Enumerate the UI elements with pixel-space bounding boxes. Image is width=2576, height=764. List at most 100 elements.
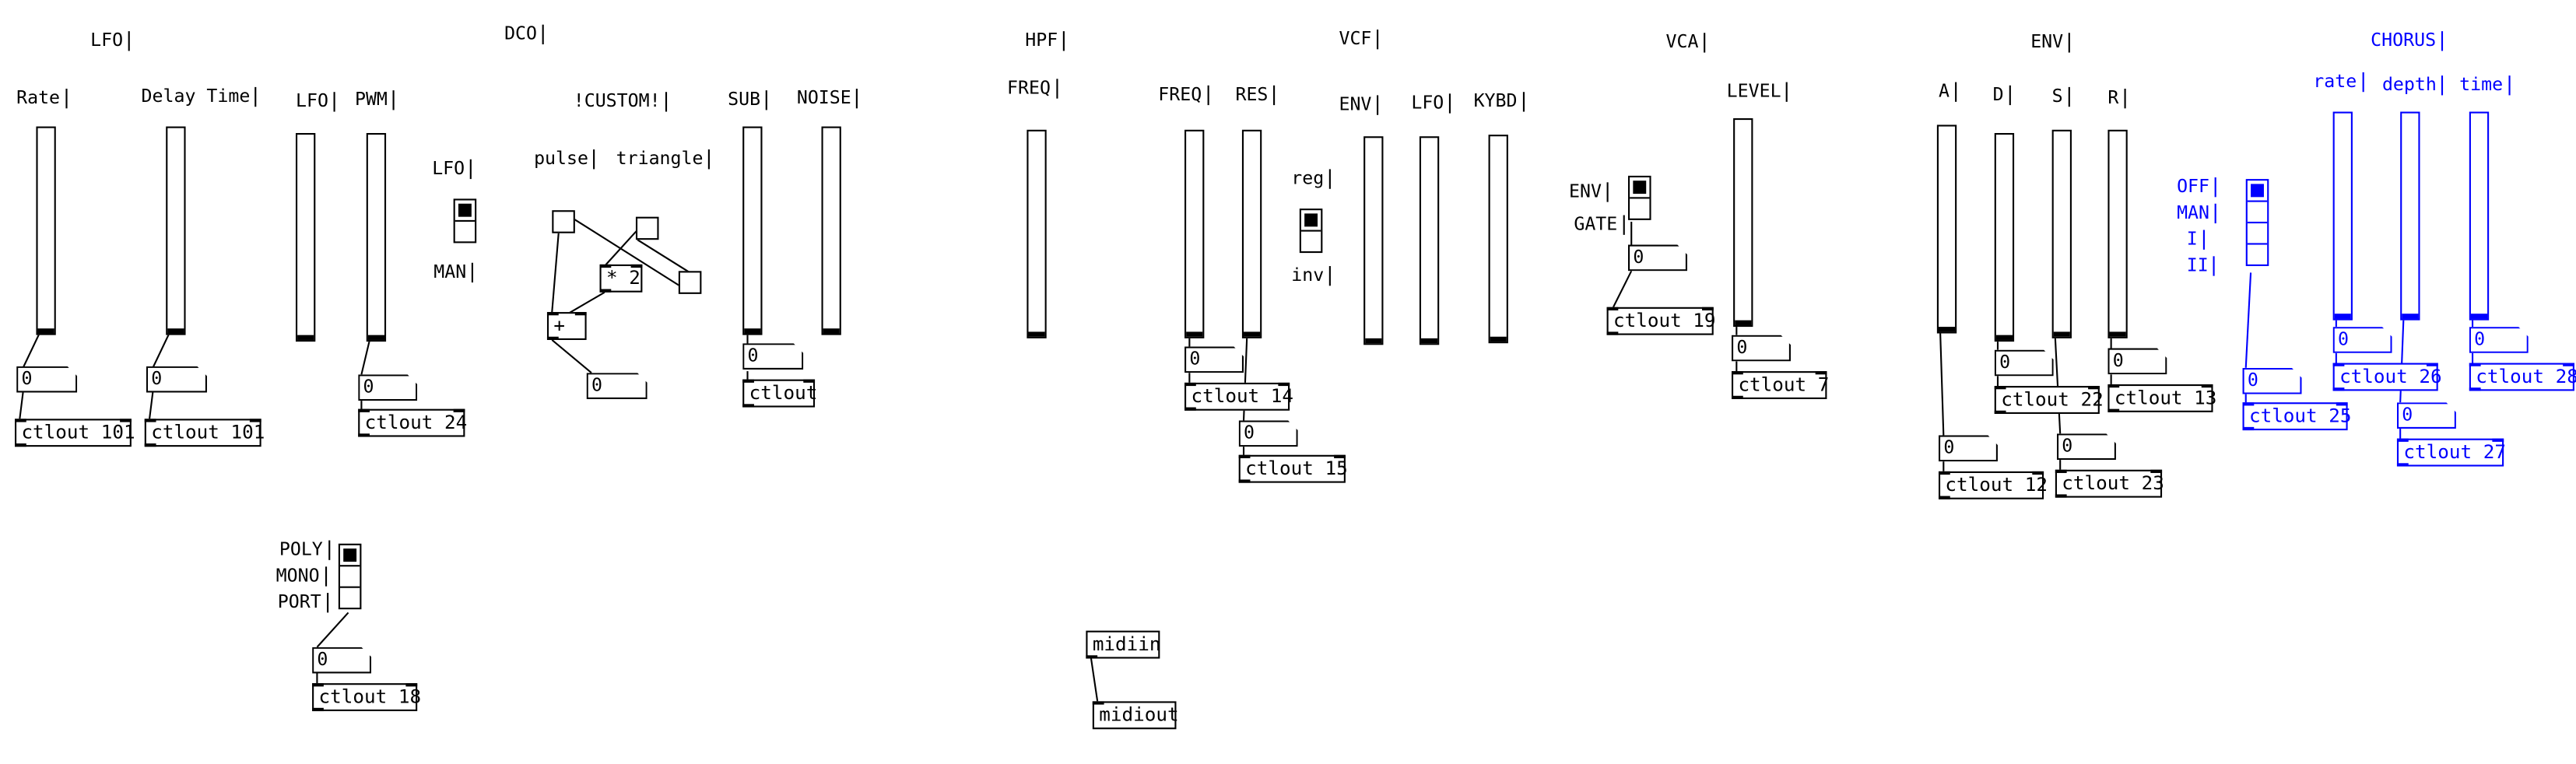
env-r-slider[interactable] [2107, 129, 2128, 338]
ctlout-res[interactable]: ctlout 15 [1238, 454, 1348, 483]
vcf-freq-number[interactable]: 0 [1184, 346, 1244, 373]
ctlout-chorus-time[interactable]: ctlout 28 [2469, 363, 2576, 391]
plus-object[interactable]: + [546, 312, 587, 340]
ctlout-env-a[interactable]: ctlout 12 [1938, 471, 2048, 499]
ctlout-chorus-rate[interactable]: ctlout 26 [2332, 363, 2442, 391]
poly-mode-radio[interactable] [338, 543, 362, 610]
reg-option[interactable] [1300, 210, 1321, 232]
port-option[interactable] [340, 588, 360, 608]
ctlout-chorus-mode[interactable]: ctlout 25 [2242, 402, 2352, 431]
vcf-env-slider[interactable] [1363, 136, 1384, 345]
midiin-object[interactable]: midiin [1086, 630, 1161, 659]
triangle-label: triangle [616, 149, 710, 170]
chorus-time-number[interactable]: 0 [2469, 327, 2529, 353]
man-option[interactable] [455, 222, 475, 241]
noise-slider[interactable] [821, 126, 841, 335]
level-number[interactable]: 0 [1732, 335, 1791, 362]
inv-option[interactable] [1301, 232, 1321, 251]
vcf-lfo-slider[interactable] [1419, 136, 1440, 345]
chorus-depth-slider[interactable] [2400, 111, 2420, 321]
vca-section-label: VCA [1666, 32, 1705, 53]
env-gate-radio[interactable] [1628, 175, 1651, 220]
ctlout-delay[interactable]: ctlout 101 [144, 419, 265, 447]
sub-number[interactable]: 0 [742, 343, 803, 370]
chorus-rate-number[interactable]: 0 [2333, 327, 2392, 353]
env-s-label: S [2052, 86, 2070, 107]
dco-lfo-slider[interactable] [295, 132, 316, 342]
delay-time-slider[interactable] [166, 126, 186, 335]
gate-number[interactable]: 0 [1628, 245, 1687, 272]
triangle-bang[interactable] [635, 216, 659, 240]
env-r-label: R [2107, 88, 2125, 109]
ctlout-level[interactable]: ctlout 7 [1731, 371, 1829, 399]
rate-slider[interactable] [36, 126, 56, 335]
env-d-slider[interactable] [1994, 132, 2015, 342]
poly-mode-number[interactable]: 0 [312, 647, 371, 674]
sub-slider[interactable] [742, 126, 763, 335]
res-label: RES [1235, 85, 1275, 106]
res-number[interactable]: 0 [1239, 420, 1298, 447]
env-s-slider[interactable] [2051, 129, 2072, 338]
rate-number[interactable]: 0 [16, 366, 77, 393]
pwm-number[interactable]: 0 [358, 374, 417, 401]
chorus-rate-slider[interactable] [2332, 111, 2353, 321]
chorus-section-label: CHORUS [2371, 30, 2443, 51]
chorus-man-option[interactable] [2247, 202, 2268, 224]
ctlout-pwm[interactable]: ctlout 24 [358, 408, 467, 437]
env-s-number[interactable]: 0 [2057, 433, 2116, 460]
gate-option[interactable] [1630, 198, 1649, 218]
poly-label: POLY [279, 539, 330, 560]
chorus-i-option[interactable] [2247, 223, 2268, 245]
ctlout-sub[interactable]: ctlout [742, 379, 817, 408]
chorus-mode-radio[interactable] [2245, 179, 2269, 266]
hpf-freq-slider[interactable] [1027, 129, 1047, 338]
chorus-mode-number[interactable]: 0 [2243, 368, 2302, 394]
pwm-slider[interactable] [366, 132, 387, 342]
env-a-slider[interactable] [1936, 124, 1957, 334]
env-option[interactable] [1630, 177, 1650, 199]
vcf-freq-slider[interactable] [1184, 129, 1205, 338]
ctlout-poly-mode[interactable]: ctlout 18 [312, 683, 421, 712]
ctlout-env-r[interactable]: ctlout 13 [2107, 384, 2216, 412]
rate-label: Rate [16, 88, 67, 109]
env-d-number[interactable]: 0 [1995, 350, 2054, 377]
chorus-depth-number[interactable]: 0 [2397, 402, 2456, 429]
lfo-man-radio[interactable] [453, 198, 477, 244]
ctlout-rate[interactable]: ctlout 101 [14, 419, 135, 447]
chorus-off-option[interactable] [2247, 180, 2268, 202]
hpf-freq-label: FREQ [1007, 78, 1058, 99]
delay-time-number[interactable]: 0 [146, 366, 207, 393]
chorus-ii-label: II [2187, 255, 2216, 276]
bang-right[interactable] [678, 271, 702, 294]
lfo-section-label: LFO [90, 30, 130, 51]
noise-label: NOISE [797, 88, 858, 109]
ctlout-env-d[interactable]: ctlout 22 [1994, 386, 2104, 414]
chorus-time-slider[interactable] [2469, 111, 2490, 321]
port-label: PORT [278, 592, 328, 613]
res-slider[interactable] [1241, 129, 1262, 338]
kybd-label: KYBD [1474, 91, 1524, 112]
reg-inv-radio[interactable] [1299, 209, 1323, 254]
ctlout-vcf-freq[interactable]: ctlout 14 [1184, 382, 1293, 411]
level-slider[interactable] [1733, 117, 1753, 328]
ctlout-gate[interactable]: ctlout 19 [1606, 307, 1716, 335]
mono-option[interactable] [339, 566, 360, 588]
poly-option[interactable] [339, 545, 360, 567]
custom-number[interactable]: 0 [587, 373, 648, 399]
env-r-number[interactable]: 0 [2107, 349, 2167, 375]
env-a-number[interactable]: 0 [1939, 435, 1998, 461]
lfo-toggle-label: LFO [432, 159, 472, 180]
chorus-ii-option[interactable] [2248, 245, 2267, 265]
kybd-slider[interactable] [1488, 135, 1508, 344]
level-label: LEVEL [1727, 81, 1788, 102]
multiply-object[interactable]: * 2 [599, 264, 643, 293]
ctlout-env-s[interactable]: ctlout 23 [2055, 469, 2164, 498]
chorus-depth-label: depth [2382, 75, 2444, 96]
midiout-object[interactable]: midiout [1092, 701, 1179, 730]
pulse-bang[interactable] [552, 210, 575, 233]
ctlout-chorus-depth[interactable]: ctlout 27 [2396, 438, 2506, 467]
man-label: MAN [433, 262, 473, 283]
lfo-option[interactable] [454, 201, 476, 222]
gate-label: GATE [1574, 214, 1624, 235]
